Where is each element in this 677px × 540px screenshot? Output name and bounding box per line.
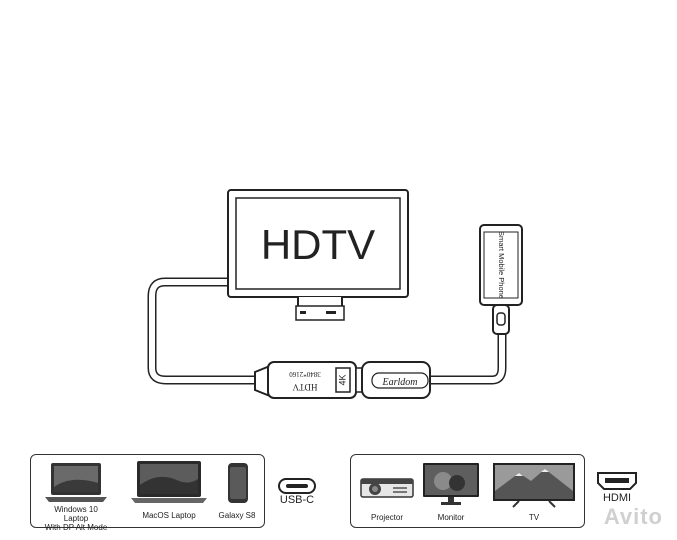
usbc-connector: USB-C — [272, 476, 322, 516]
hdmi-connector: HDMI — [592, 470, 642, 514]
watermark-text: Avito — [603, 504, 663, 529]
device-tv: TV — [489, 461, 579, 523]
adapter-port-label: HDTV — [292, 382, 317, 392]
hdmi-label: HDMI — [602, 492, 632, 504]
device-monitor: Monitor — [419, 461, 483, 523]
resolution-badge: 4K — [337, 374, 347, 385]
windows-laptop-caption-line-2: With DP Alt Mode — [44, 523, 108, 532]
hdmi-port-icon — [597, 472, 637, 490]
projector-icon — [360, 478, 414, 498]
device-mac-laptop: MacOS Laptop — [131, 461, 207, 523]
hdmi-adapter: 4K HDTV 3840*2160 Earldom — [254, 361, 431, 399]
adapter-resolution: 3840*2160 — [289, 370, 321, 378]
mac-laptop-icon — [131, 461, 207, 503]
usbc-cable — [428, 334, 507, 385]
hdtv-label: HDTV — [261, 221, 375, 268]
usbc-port-icon — [278, 478, 316, 494]
monitor-caption: Monitor — [437, 513, 465, 522]
usbc-label: USB-C — [279, 494, 315, 506]
windows-laptop-caption-line-1: Windows 10 Laptop — [54, 505, 98, 523]
hdmi-devices-panel: Projector Monitor TV — [350, 454, 585, 528]
phone-label: Smart Mobile Phone — [497, 231, 506, 299]
mac-laptop-caption: MacOS Laptop — [142, 511, 196, 520]
device-projector: Projector — [357, 463, 417, 523]
device-windows-laptop: Windows 10 Laptop With DP Alt Mode — [41, 461, 111, 532]
tv-caption: TV — [528, 513, 540, 522]
device-galaxy-s8: Galaxy S8 — [217, 461, 257, 523]
usbc-devices-panel: Windows 10 Laptop With DP Alt Mode MacOS… — [30, 454, 265, 532]
avito-watermark: Avito — [604, 504, 663, 530]
hdtv: HDTV — [227, 189, 409, 321]
windows-laptop-icon — [45, 463, 107, 502]
galaxy-phone-icon — [228, 463, 248, 503]
projector-caption: Projector — [370, 513, 403, 522]
brand-label: Earldom — [382, 377, 418, 388]
smart-phone: Smart Mobile Phone — [479, 224, 523, 335]
monitor-icon — [423, 463, 479, 505]
tv-icon — [493, 463, 575, 508]
galaxy-caption: Galaxy S8 — [218, 511, 256, 520]
